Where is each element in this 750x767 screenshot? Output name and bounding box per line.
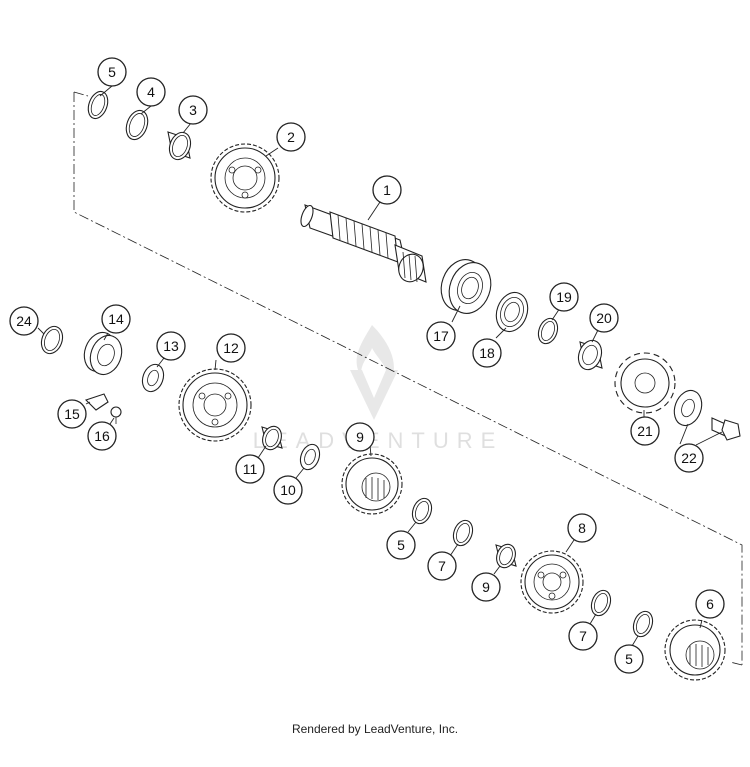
callout-17[interactable]: 16 bbox=[87, 421, 117, 451]
part-washer-7b bbox=[590, 589, 612, 617]
callout-22[interactable]: 21 bbox=[630, 416, 660, 446]
watermark-text: LEADVENTURE bbox=[253, 428, 504, 453]
part-washer-bolt-23 bbox=[673, 389, 741, 441]
callout-label: 5 bbox=[108, 64, 116, 80]
callout-8[interactable]: 8 bbox=[567, 513, 597, 543]
callout-4[interactable]: 4 bbox=[136, 77, 166, 107]
part-sprocket-22 bbox=[614, 352, 676, 414]
callout-18[interactable]: 17 bbox=[426, 321, 456, 351]
part-gear-6 bbox=[664, 619, 726, 681]
callout-2[interactable]: 2 bbox=[276, 122, 306, 152]
callout-label: 1 bbox=[383, 182, 391, 198]
callout-5-mid[interactable]: 5 bbox=[386, 530, 416, 560]
callout-9[interactable]: 9 bbox=[471, 572, 501, 602]
part-washer-14 bbox=[141, 363, 165, 393]
part-screw-17 bbox=[110, 406, 122, 424]
part-seal-19 bbox=[495, 291, 529, 333]
part-o-ring-20 bbox=[537, 317, 559, 345]
callout-label: 7 bbox=[438, 558, 446, 574]
callout-label: 18 bbox=[479, 345, 495, 361]
callout-label: 15 bbox=[64, 406, 80, 422]
part-lock-plate-16 bbox=[84, 393, 109, 411]
part-circlip-low bbox=[632, 610, 654, 638]
part-circlip-mid bbox=[411, 497, 433, 525]
callout-label: 14 bbox=[108, 311, 124, 327]
callout-label: 19 bbox=[556, 289, 572, 305]
part-circlip-top bbox=[87, 90, 109, 120]
callout-7-b[interactable]: 7 bbox=[568, 621, 598, 651]
callout-24[interactable]: 24 bbox=[9, 306, 39, 336]
callout-23[interactable]: 22 bbox=[674, 443, 704, 473]
callout-label: 9 bbox=[356, 429, 364, 445]
callout-label: 5 bbox=[397, 537, 405, 553]
callout-6[interactable]: 6 bbox=[695, 589, 725, 619]
callout-label: 13 bbox=[163, 338, 179, 354]
watermark: LEADVENTURE bbox=[253, 325, 504, 453]
callout-label: 3 bbox=[189, 102, 197, 118]
callout-13[interactable]: 12 bbox=[216, 333, 246, 363]
callout-label: 9 bbox=[482, 579, 490, 595]
callout-label: 11 bbox=[243, 461, 258, 477]
footer-credit: Rendered by LeadVenture, Inc. bbox=[291, 722, 459, 736]
part-washer-4 bbox=[125, 109, 149, 141]
callout-label: 22 bbox=[681, 450, 697, 466]
callout-label: 16 bbox=[94, 428, 110, 444]
part-bearing-15 bbox=[83, 331, 123, 376]
callout-label: 6 bbox=[706, 596, 714, 612]
callout-12[interactable]: 11 bbox=[235, 454, 265, 484]
callout-5-top[interactable]: 5 bbox=[97, 57, 127, 87]
callout-label: 17 bbox=[433, 328, 449, 344]
callout-label: 5 bbox=[625, 651, 633, 667]
callout-21[interactable]: 20 bbox=[589, 303, 619, 333]
callouts: 5 4 3 2 1 17 18 19 bbox=[9, 57, 725, 674]
part-washer-7a bbox=[452, 519, 474, 547]
part-gear-13 bbox=[178, 368, 252, 442]
part-gear-8 bbox=[520, 550, 584, 614]
part-circlip-24 bbox=[40, 325, 64, 355]
watermark-flame-icon bbox=[356, 325, 394, 388]
callout-7-a[interactable]: 7 bbox=[427, 551, 457, 581]
callout-label: 2 bbox=[287, 129, 295, 145]
part-bushing-12 bbox=[261, 425, 283, 451]
callout-3[interactable]: 3 bbox=[178, 95, 208, 125]
part-main-shaft bbox=[300, 204, 427, 283]
callout-label: 8 bbox=[578, 520, 586, 536]
callout-10[interactable]: 9 bbox=[345, 422, 375, 452]
part-washer-11 bbox=[299, 443, 321, 471]
callout-1[interactable]: 1 bbox=[372, 175, 402, 205]
part-spacer-21 bbox=[577, 339, 603, 371]
assembly-outlines bbox=[73, 91, 743, 666]
callout-label: 24 bbox=[16, 313, 32, 329]
part-needle-bearing-3 bbox=[167, 131, 192, 161]
callout-label: 4 bbox=[147, 84, 155, 100]
callout-label: 21 bbox=[637, 423, 653, 439]
part-gear-10 bbox=[341, 453, 403, 515]
callout-label: 20 bbox=[596, 310, 612, 326]
callout-15[interactable]: 14 bbox=[101, 304, 131, 334]
callout-5-low[interactable]: 5 bbox=[614, 644, 644, 674]
callout-label: 10 bbox=[280, 482, 296, 498]
callout-11[interactable]: 10 bbox=[273, 475, 303, 505]
part-gear-2 bbox=[210, 143, 280, 213]
callout-20[interactable]: 19 bbox=[549, 282, 579, 312]
part-bushing-9 bbox=[495, 543, 517, 569]
callout-label: 12 bbox=[223, 340, 239, 356]
leader-lines bbox=[37, 85, 723, 647]
callout-16[interactable]: 15 bbox=[57, 399, 87, 429]
part-ball-bearing-18 bbox=[440, 259, 492, 314]
callout-14[interactable]: 13 bbox=[156, 331, 186, 361]
callout-label: 7 bbox=[579, 628, 587, 644]
watermark-v-icon bbox=[350, 370, 398, 420]
callout-19[interactable]: 18 bbox=[472, 338, 502, 368]
